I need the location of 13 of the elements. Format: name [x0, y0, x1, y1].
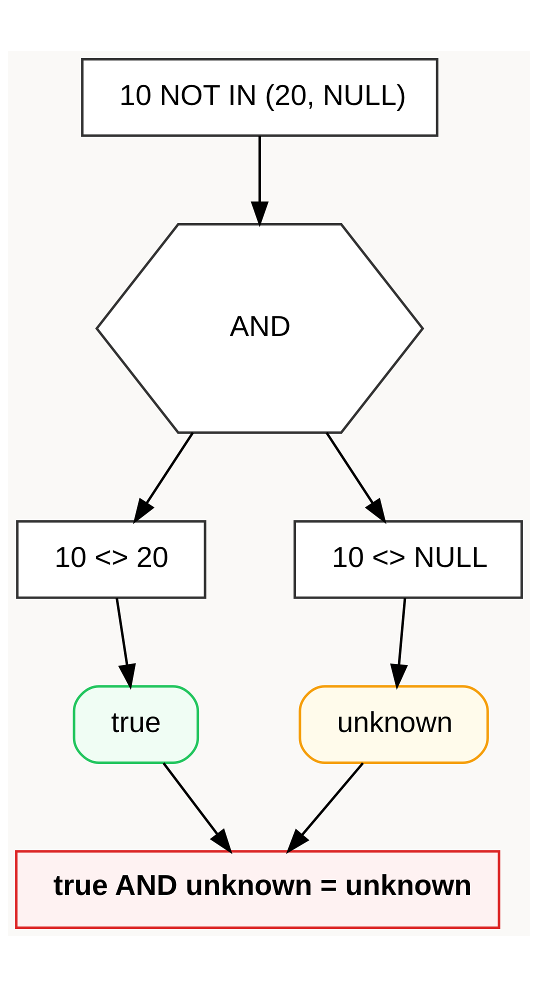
- node-box: 10 <> NULL: [294, 520, 523, 598]
- node-box: true AND unknown = unknown: [15, 850, 500, 928]
- node-box: 10 <> 20: [16, 520, 206, 598]
- node-box: 10 NOT IN (20, NULL): [81, 58, 438, 136]
- node-box: unknown: [298, 684, 489, 764]
- node-box: true: [72, 684, 200, 764]
- arrow: [250, 135, 269, 227]
- arrow: [162, 762, 232, 854]
- arrow: [133, 432, 194, 524]
- arrow: [116, 597, 136, 690]
- arrow: [390, 597, 408, 690]
- arrow: [326, 432, 386, 524]
- arrow: [286, 762, 364, 854]
